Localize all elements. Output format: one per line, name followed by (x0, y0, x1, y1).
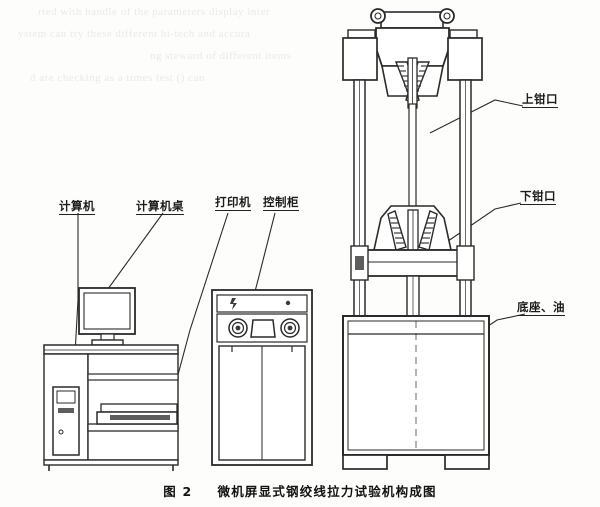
computer-desk-group (43, 287, 179, 471)
label-control-cabinet: 控制柜 (263, 195, 299, 211)
cylinder-cap-right (449, 29, 478, 39)
label-computer: 计算机 (59, 199, 95, 215)
monitor (78, 287, 136, 346)
bleed-text-line-2: ystem can try these different hi-tech an… (18, 28, 251, 40)
bleed-text-line-4: d are checking as a times test () can (30, 72, 205, 84)
figure-caption: 图 2 微机屏显式钢绞线拉力试验机构成图 (0, 481, 600, 500)
computer-tower (52, 386, 80, 456)
control-cabinet (211, 289, 313, 466)
label-base-oil-tank: 底座、油 (517, 300, 565, 316)
label-computer-desk: 计算机桌 (136, 199, 184, 215)
base-oil-tank-block (342, 315, 490, 470)
label-upper-jaw: 上钳口 (522, 92, 558, 108)
lower-crosshead (359, 249, 467, 277)
lower-grip-assembly (373, 205, 452, 255)
cylinder-cap-left (347, 29, 376, 39)
cylinder-right (447, 37, 483, 81)
upper-grip-assembly (381, 57, 444, 109)
label-printer: 打印机 (215, 195, 251, 211)
printer (96, 403, 178, 425)
figure-caption-text: 微机屏显式钢绞线拉力试验机构成图 (217, 484, 437, 499)
figure-caption-number: 图 2 (163, 484, 193, 499)
leader-upper-jaw (429, 99, 524, 134)
bleed-text-line-1: rted with handle of the parameters displ… (38, 6, 271, 18)
steel-strand-specimen (408, 103, 417, 217)
label-lower-jaw: 下钳口 (520, 189, 556, 205)
bolt-icon (230, 298, 237, 310)
cylinder-left (342, 37, 378, 81)
load-frame (342, 8, 490, 470)
bleed-text-line-3: ng steward of different items (150, 50, 292, 62)
leader-lower-jaw (431, 202, 522, 253)
